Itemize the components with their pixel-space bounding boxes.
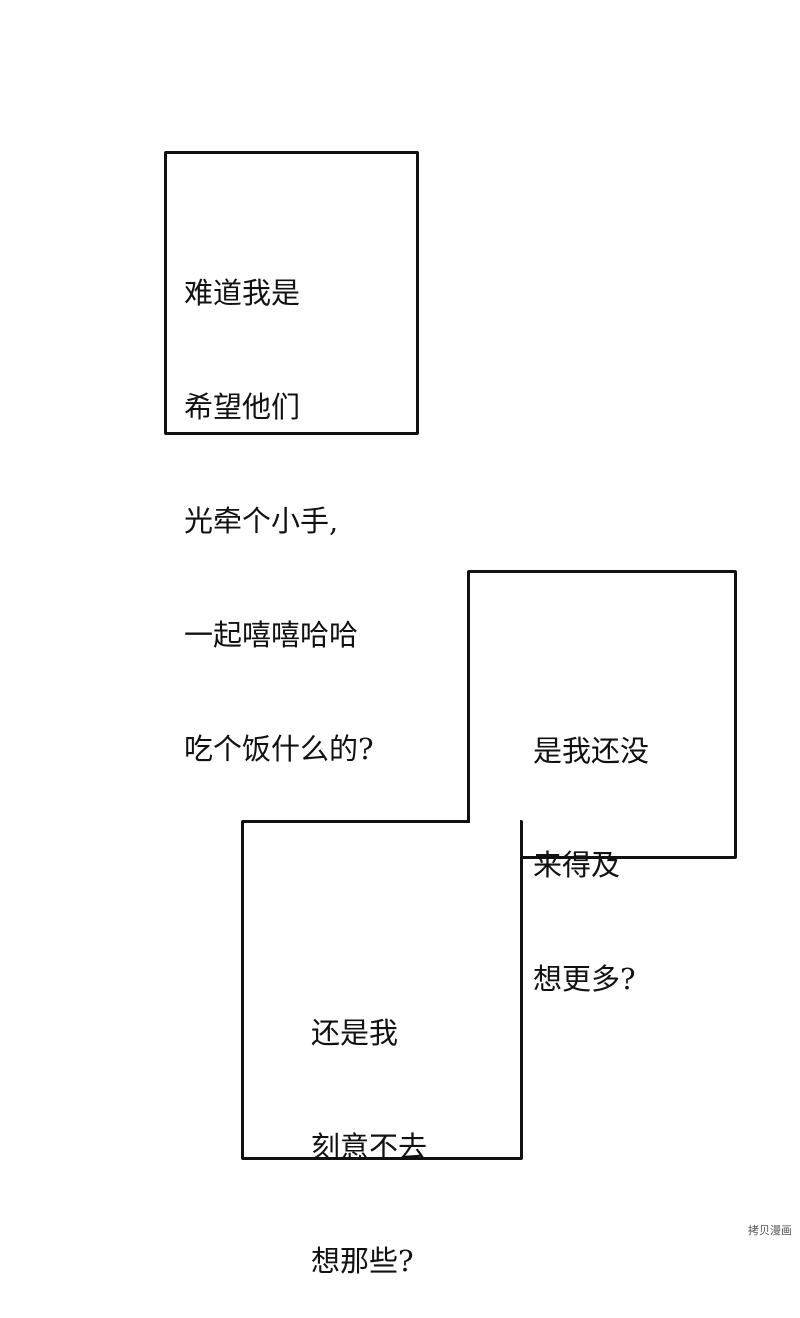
speech-text-1: 难道我是 希望他们 光牵个小手, 一起嘻嘻哈哈 吃个饭什么的? xyxy=(184,198,374,806)
speech-line: 还是我 xyxy=(311,1016,399,1050)
speech-text-2: 是我还没 来得及 想更多? xyxy=(533,656,649,1036)
speech-box-3 xyxy=(241,820,523,1160)
speech-box-1 xyxy=(164,151,419,435)
speech-line: 希望他们 xyxy=(184,390,301,424)
watermark: 拷贝漫画 xyxy=(748,1224,792,1237)
speech-line: 光牵个小手, xyxy=(184,504,339,538)
speech-line: 刻意不去 xyxy=(311,1130,428,1164)
speech-text-3: 还是我 刻意不去 想那些? xyxy=(311,938,427,1318)
speech-line: 一起嘻嘻哈哈 xyxy=(184,618,359,652)
speech-line: 来得及 xyxy=(533,848,621,882)
speech-line: 想更多? xyxy=(533,962,636,996)
box-join-mask xyxy=(470,818,520,856)
speech-box-2 xyxy=(467,570,737,859)
speech-line: 吃个饭什么的? xyxy=(184,732,374,766)
speech-line: 是我还没 xyxy=(533,734,650,768)
speech-line: 想那些? xyxy=(311,1244,414,1278)
speech-line: 难道我是 xyxy=(184,276,301,310)
